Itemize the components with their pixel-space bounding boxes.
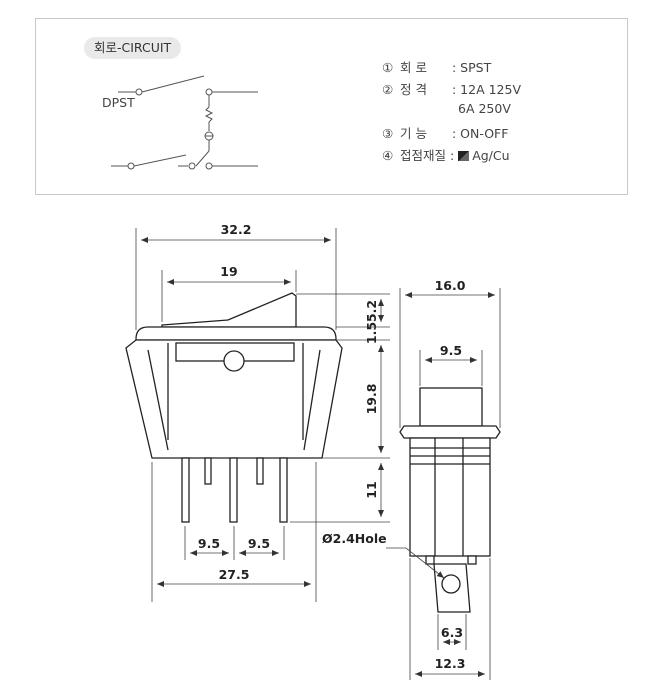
dim-rocker-width: 19 [220, 264, 237, 279]
circuit-schematic: DPST [102, 75, 258, 170]
dim-side-width: 16.0 [435, 278, 466, 293]
dim-base-width: 27.5 [219, 567, 250, 582]
dim-pitch-left: 9.5 [198, 536, 220, 551]
spec-row-rating-2: 6A 250V [458, 101, 511, 116]
dim-hole: Ø2.4Hole [322, 531, 387, 546]
dim-1-5: 1.5 [364, 322, 379, 344]
side-view [399, 387, 501, 613]
dim-body-depth: 12.3 [435, 656, 466, 671]
dim-terminal-width: 6.3 [441, 625, 463, 640]
dim-5-2: 5.2 [364, 300, 379, 322]
dim-overall-width: 32.2 [221, 222, 252, 237]
circuit-type-label: DPST [102, 95, 135, 110]
dim-body-height: 19.8 [364, 384, 379, 415]
dim-terminal-length: 11 [364, 481, 379, 498]
dim-side-inner: 9.5 [440, 343, 462, 358]
front-view [125, 292, 343, 523]
contact-material-icon [458, 151, 470, 161]
dim-pitch-right: 9.5 [248, 536, 270, 551]
spec-panel: 회로-CIRCUIT DPST ① [35, 18, 628, 195]
circuit-badge: 회로-CIRCUIT [84, 37, 182, 59]
